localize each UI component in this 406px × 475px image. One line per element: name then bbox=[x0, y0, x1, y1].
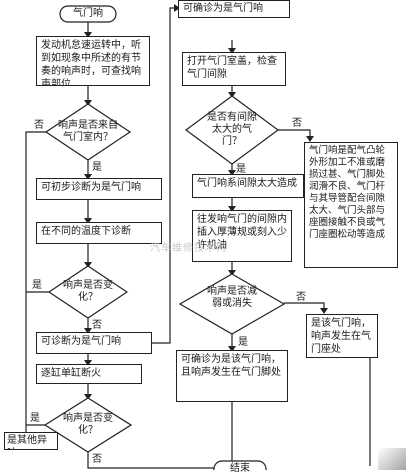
step-temperature-diagnosis: 在不同的温度下诊断 bbox=[36, 222, 162, 244]
arrowhead bbox=[306, 136, 314, 142]
decision-q3-text: 响声是否变化？ bbox=[63, 413, 113, 436]
connector bbox=[87, 452, 232, 469]
decision-q5 bbox=[178, 273, 286, 335]
step-listen-noise: 发动机怠速运转中，听到如现象中所述的有节奏的响声时，可查找响声部位 bbox=[36, 36, 150, 86]
step-large-gap-cause: 气门响系间隙太大造成 bbox=[192, 174, 304, 198]
decision-q3 bbox=[43, 397, 133, 453]
start-terminal bbox=[59, 5, 117, 23]
step-preliminary-diagnosis: 可初步诊断为是气门响 bbox=[36, 178, 162, 200]
arrowhead bbox=[228, 92, 236, 98]
arrowhead bbox=[84, 174, 92, 180]
arrowhead bbox=[228, 48, 236, 54]
arrowhead bbox=[320, 308, 328, 314]
step-open-valve-cover: 打开气门室盖，检查气门间隙 bbox=[182, 52, 286, 86]
valve-seat-box: 是该气门响，响声发生在气门座处 bbox=[306, 314, 378, 358]
label-yes: 是 bbox=[30, 413, 40, 424]
arrowhead bbox=[174, 4, 180, 12]
label-no: 否 bbox=[34, 120, 44, 131]
label-yes: 是 bbox=[32, 280, 42, 291]
confirm-valve-noise: 可确诊为是气门响 bbox=[178, 0, 290, 18]
connector bbox=[278, 129, 311, 140]
arrowhead bbox=[228, 346, 236, 352]
arrowhead bbox=[84, 218, 92, 224]
connector bbox=[152, 7, 178, 344]
arrowhead bbox=[84, 328, 92, 334]
label-yes: 是 bbox=[92, 162, 102, 173]
watermark-text: 汽车维修技术网 bbox=[150, 243, 227, 254]
arrowhead bbox=[84, 100, 92, 106]
arrowhead bbox=[84, 32, 92, 38]
arrowhead bbox=[84, 394, 92, 400]
step-insert-feeler-gauge: 往发响气门的间隙内插入厚薄规或刻入少许机油 bbox=[192, 210, 292, 262]
decision-q5-text: 响声是否减弱或消失 bbox=[207, 286, 257, 309]
scan-shadow bbox=[378, 448, 406, 470]
arrowhead bbox=[228, 206, 236, 212]
decision-q2-text: 响声是否变化？ bbox=[63, 280, 113, 303]
end-terminal bbox=[213, 460, 267, 470]
decision-q1-text: 响声是否来自气门室内？ bbox=[58, 120, 118, 143]
label-no: 否 bbox=[92, 320, 102, 331]
step-diagnose-valve: 可诊断为是气门响 bbox=[36, 332, 152, 354]
arrowhead bbox=[84, 360, 92, 366]
arrowhead bbox=[228, 170, 236, 176]
decision-q4-text: 是否有间隙太大的气门？ bbox=[207, 112, 257, 147]
arrowhead bbox=[228, 270, 236, 276]
label-yes: 是 bbox=[238, 337, 248, 348]
step-valve-foot-confirm: 可确诊为是该气门响，且响声发生在气门脚处 bbox=[176, 350, 288, 402]
decision-q1 bbox=[44, 103, 132, 161]
connector bbox=[284, 302, 325, 312]
label-yes: 是 bbox=[236, 164, 246, 175]
connector bbox=[25, 131, 46, 436]
decision-q4 bbox=[184, 95, 280, 165]
start-label: 气门响 bbox=[73, 8, 103, 19]
label-no: 否 bbox=[296, 292, 306, 303]
label-no: 否 bbox=[92, 454, 102, 465]
decision-q2 bbox=[47, 265, 129, 319]
arrowhead bbox=[84, 262, 92, 268]
label-no: 否 bbox=[292, 118, 302, 129]
step-cylinder-cutoff: 逐缸单缸断火 bbox=[36, 364, 142, 384]
right-cause-box: 气门响是配气凸轮外形加工不准或磨损过甚、气门脚处润滑不良、气门杆与其导管配合间隙… bbox=[304, 142, 398, 268]
end-label: 结束 bbox=[230, 463, 250, 474]
